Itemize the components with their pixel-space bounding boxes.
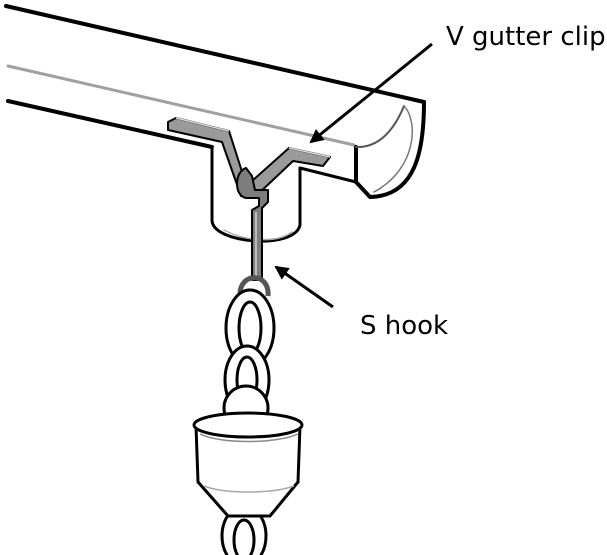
s-hook-label: S hook [360, 311, 449, 341]
v-gutter-clip-label: V gutter clip [446, 22, 606, 52]
rain-cup [192, 411, 304, 518]
arrow-to-clip [309, 42, 433, 144]
v-gutter-clip [167, 117, 331, 197]
arrow-to-hook [274, 265, 334, 309]
gutter [4, 4, 426, 243]
chain [220, 288, 276, 555]
s-hook [236, 167, 271, 297]
